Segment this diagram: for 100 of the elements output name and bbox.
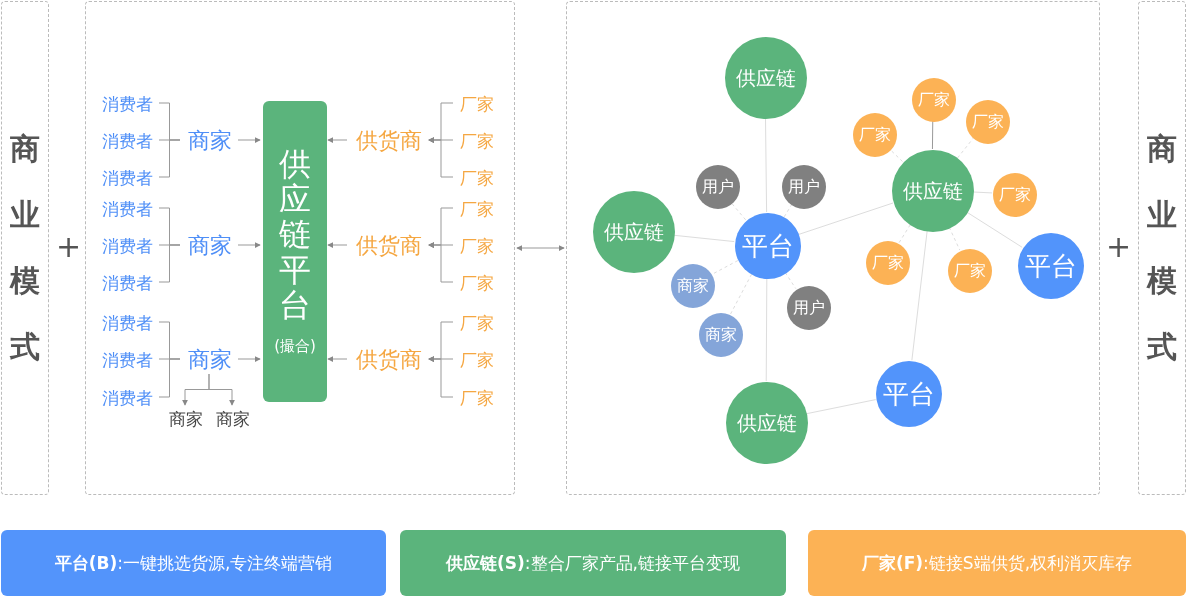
- connector-line: [729, 273, 753, 316]
- dashed-panel: [566, 1, 1100, 495]
- node-label: 消费者: [96, 166, 158, 190]
- node-label: 消费者: [96, 386, 158, 410]
- side-panel: [1, 1, 49, 495]
- arrow: [237, 242, 261, 248]
- arrow: [327, 356, 348, 362]
- arrow: [237, 356, 261, 362]
- circle-label: 供应链: [736, 64, 796, 92]
- node-label: 供货商: [350, 232, 428, 260]
- connector-line: [784, 272, 797, 290]
- arrow: [327, 137, 348, 143]
- node-label: 商家: [183, 346, 237, 374]
- connector-line: [783, 204, 793, 218]
- supply-chain-circle: [892, 150, 974, 232]
- node-label: 厂家: [456, 348, 498, 372]
- vertical-title: 商业模式: [10, 130, 40, 366]
- node-label: 供货商: [350, 127, 428, 155]
- connector-line: [805, 399, 877, 415]
- circle-label: 供应链: [737, 409, 797, 437]
- connector-line: [158, 358, 181, 398]
- node-label: 商家: [165, 407, 207, 431]
- node-label: 消费者: [96, 234, 158, 258]
- node-label: 厂家: [456, 234, 498, 258]
- arrow: [237, 137, 261, 143]
- circle-label: 厂家: [999, 184, 1031, 206]
- connector-line: [797, 202, 894, 236]
- connector-line: [948, 226, 961, 251]
- connector-line: [765, 277, 768, 382]
- connector-line: [730, 202, 747, 221]
- factory-circle: [966, 100, 1010, 144]
- circle-label: 厂家: [954, 260, 986, 282]
- node-label: 消费者: [96, 92, 158, 116]
- node-label: 厂家: [456, 311, 498, 335]
- node-label: 商家: [183, 127, 237, 155]
- connector-line: [673, 234, 735, 243]
- connector-line: [931, 120, 934, 150]
- factory-circle: [948, 249, 992, 293]
- platform-circle: [735, 213, 801, 279]
- node-label: 消费者: [96, 197, 158, 221]
- arrow: [208, 373, 235, 406]
- plus-sign: +: [1106, 232, 1132, 262]
- arrow: [327, 242, 348, 248]
- legend-text: 厂家(F):链接S端供货,权利消灭库存: [861, 551, 1133, 575]
- arrow: [428, 242, 454, 283]
- connector-line: [966, 211, 1023, 248]
- node-label: 厂家: [456, 197, 498, 221]
- factory-circle: [853, 113, 897, 157]
- node-label: 消费者: [96, 348, 158, 372]
- vertical-title: 商业模式: [1147, 130, 1177, 366]
- connector-line: [158, 244, 181, 283]
- circle-label: 厂家: [972, 111, 1004, 133]
- factory-circle: [866, 241, 910, 285]
- connector-line: [889, 148, 903, 162]
- legend-text: 平台(B):一键挑选货源,专注终端营销: [54, 551, 333, 575]
- vertical-title: 供应链平台: [279, 147, 311, 323]
- circle-label: 供应链: [604, 218, 664, 246]
- circle-label: 用户: [702, 176, 734, 198]
- node-label: 厂家: [456, 129, 498, 153]
- node-label: 供货商: [350, 346, 428, 374]
- circle-label: 平台: [742, 229, 794, 263]
- node-label: 商家: [212, 407, 254, 431]
- user-circle: [782, 165, 826, 209]
- side-panel: [1138, 1, 1186, 495]
- node-label: 消费者: [96, 311, 158, 335]
- connector-line: [765, 117, 768, 213]
- connector-line: [158, 139, 181, 178]
- circle-label: 平台: [883, 377, 935, 411]
- arrow: [428, 356, 454, 398]
- platform-box: [263, 101, 327, 402]
- circle-label: 厂家: [872, 252, 904, 274]
- circle-label: 供应链: [903, 177, 963, 205]
- node-label: 消费者: [96, 271, 158, 295]
- merchant-circle: [699, 313, 743, 357]
- factory-circle: [912, 78, 956, 122]
- user-circle: [787, 286, 831, 330]
- user-circle: [696, 165, 740, 209]
- merchant-circle: [671, 264, 715, 308]
- node-label: 商家: [183, 232, 237, 260]
- dashed-panel: [85, 1, 515, 495]
- circle-label: 用户: [793, 297, 825, 319]
- circle-label: 用户: [788, 176, 820, 198]
- circle-label: 商家: [677, 275, 709, 297]
- node-label: 厂家: [456, 386, 498, 410]
- node-label: 厂家: [456, 92, 498, 116]
- circle-label: 平台: [1025, 249, 1077, 283]
- connector-line: [911, 230, 928, 361]
- node-label: 厂家: [456, 271, 498, 295]
- node-label: 消费者: [96, 129, 158, 153]
- circle-label: 商家: [705, 324, 737, 346]
- factory-circle: [993, 173, 1037, 217]
- arrow: [516, 245, 565, 251]
- connector-line: [898, 224, 911, 244]
- legend-text: 供应链(S):整合厂家产品,链接平台变现: [446, 551, 740, 575]
- circle-label: 厂家: [859, 124, 891, 146]
- circle-label: 厂家: [918, 89, 950, 111]
- box-subtitle: (撮合): [274, 336, 316, 356]
- plus-sign: +: [56, 232, 82, 262]
- arrow: [428, 137, 454, 178]
- node-label: 厂家: [456, 166, 498, 190]
